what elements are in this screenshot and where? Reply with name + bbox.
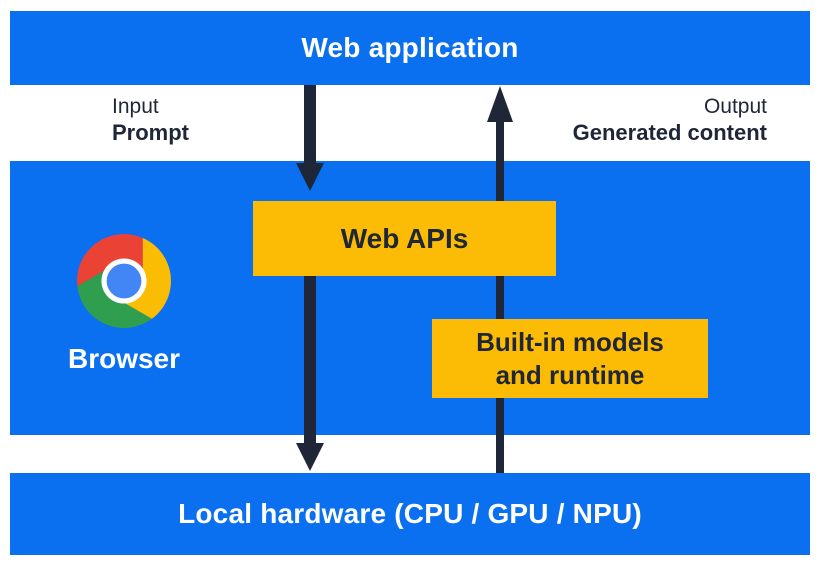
local-hardware-bar: Local hardware (CPU / GPU / NPU) xyxy=(10,473,810,555)
input-flow-arrow-stem-top xyxy=(304,85,316,165)
local-hardware-label: Local hardware (CPU / GPU / NPU) xyxy=(178,498,642,529)
builtin-models-label-line1: Built-in models xyxy=(476,326,664,357)
web-apis-label: Web APIs xyxy=(340,223,469,254)
output-flow-arrowhead-into-web-application xyxy=(487,86,513,122)
input-flow-arrowhead-into-web-apis xyxy=(296,163,324,191)
chrome-logo-red-segment xyxy=(77,234,143,287)
builtin-models-label-line2: and runtime xyxy=(495,359,645,390)
web-application-label: Web application xyxy=(301,32,519,63)
input-prompt-label: Prompt xyxy=(112,120,189,145)
chrome-logo-icon xyxy=(77,234,171,328)
browser-label: Browser xyxy=(67,343,181,374)
input-flow-arrowhead-into-hardware xyxy=(296,443,324,471)
input-flow-arrow-stem-bottom xyxy=(304,274,316,444)
web-apis-box: Web APIs xyxy=(253,201,556,276)
input-caption: Input xyxy=(112,95,159,118)
output-caption: Output xyxy=(703,95,767,118)
builtin-models-box: Built-in models and runtime xyxy=(432,319,708,398)
output-flow-arrow-stem xyxy=(496,118,504,473)
chrome-logo-blue-center xyxy=(106,263,142,299)
web-application-bar: Web application xyxy=(10,11,810,85)
output-generated-content-label: Generated content xyxy=(572,120,767,145)
